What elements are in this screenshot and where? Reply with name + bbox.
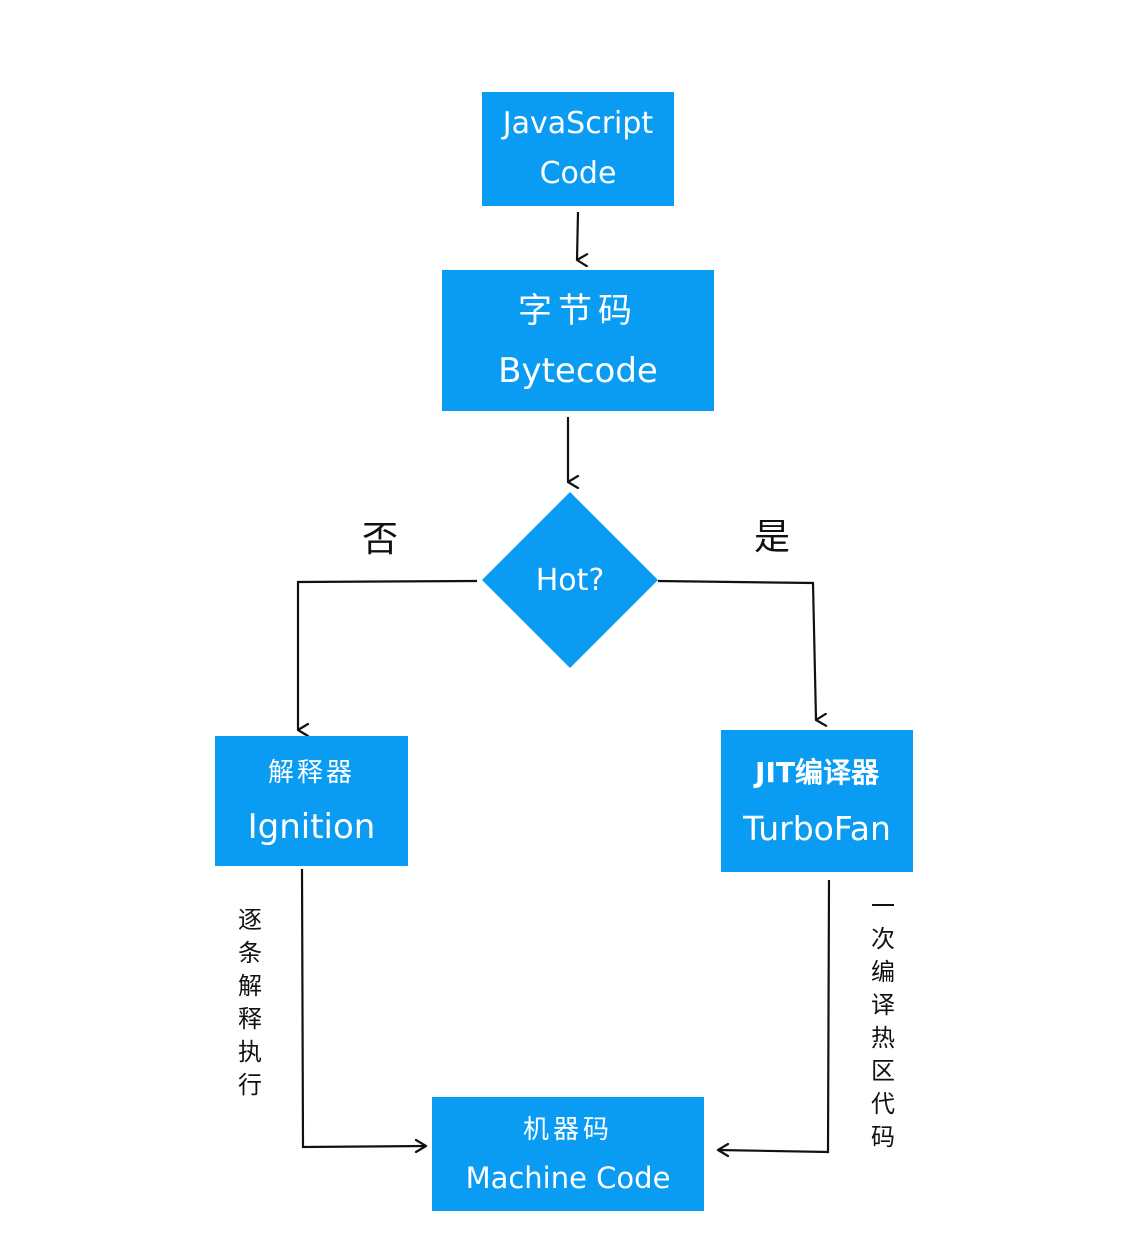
bytecode-line1: 字节码	[518, 290, 638, 331]
hot-decision-diamond	[482, 492, 658, 668]
machine-code-node: 机器码 Machine Code	[432, 1097, 704, 1211]
arrow-jit-to-machine-code	[718, 879, 831, 1152]
jit-compiler-line1: JIT编译器	[755, 756, 879, 789]
interpreter-node: 解释器 Ignition	[215, 736, 408, 866]
machine-code-line2: Machine Code	[465, 1161, 671, 1195]
hot-decision-label: Hot?	[535, 562, 605, 598]
jit-compiler-node: JIT编译器 TurboFan	[721, 730, 913, 872]
arrow-js-to-bytecode	[577, 211, 578, 260]
javascript-code-node: JavaScript Code	[482, 92, 674, 206]
yes-branch-label: 是	[754, 517, 791, 558]
interpreter-edge-note: 逐条解释执行	[238, 906, 262, 1099]
machine-code-line1: 机器码	[522, 1115, 613, 1145]
interpreter-line2: Ignition	[247, 807, 376, 847]
arrow-decision-to-jit	[657, 579, 816, 720]
bytecode-node: 字节码 Bytecode	[442, 270, 714, 411]
jit-compiler-line2: TurboFan	[743, 809, 891, 848]
javascript-code-line1: JavaScript	[502, 106, 654, 141]
arrow-interpreter-to-machine-code	[300, 868, 426, 1147]
javascript-code-line2: Code	[539, 156, 617, 191]
interpreter-line1: 解释器	[267, 758, 355, 788]
bytecode-line2: Bytecode	[498, 350, 658, 391]
arrow-decision-to-interpreter	[296, 579, 478, 730]
no-branch-label: 否	[362, 519, 399, 560]
jit-edge-note: 一次编译热区代码	[871, 892, 895, 1151]
